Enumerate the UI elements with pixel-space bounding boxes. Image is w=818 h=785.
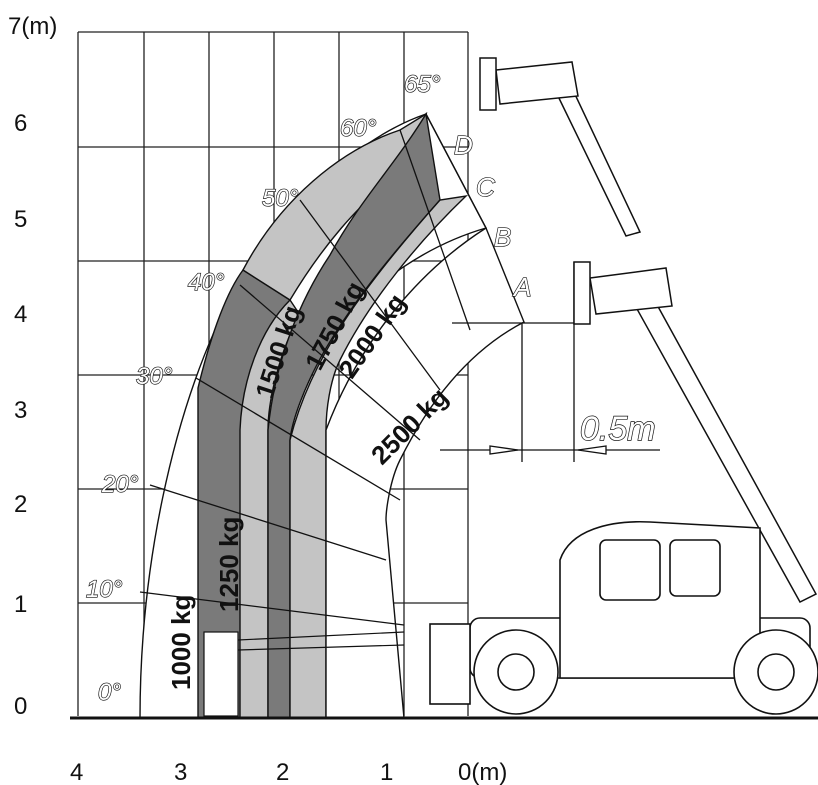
angle-0: 0° — [98, 679, 121, 706]
lift-mini — [203, 631, 405, 717]
y-tick-1: 1 — [14, 591, 27, 618]
boom-position-labels: A B C D — [453, 129, 532, 302]
y-tick-3: 3 — [14, 397, 27, 424]
angle-20: 20° — [101, 471, 139, 498]
dimension-label: 0.5m — [580, 410, 656, 448]
angle-65: 65° — [404, 71, 441, 98]
angle-60: 60° — [340, 115, 377, 142]
angle-10: 10° — [86, 576, 123, 603]
telehandler-machine — [429, 520, 818, 715]
y-tick-5: 5 — [14, 206, 27, 233]
label-1000kg: 1000 kg — [166, 595, 196, 690]
x-tick-0: 0(m) — [458, 759, 507, 785]
angle-30: 30° — [136, 363, 173, 390]
load-zones — [139, 112, 525, 719]
y-axis-ticks: 0 1 2 3 4 5 6 7(m) — [8, 13, 57, 720]
y-tick-7: 7(m) — [8, 13, 57, 40]
x-tick-2: 2 — [276, 759, 289, 785]
angle-50: 50° — [262, 185, 299, 212]
zone-2000kg — [289, 194, 469, 719]
position-C: C — [476, 172, 495, 202]
position-A: A — [512, 272, 531, 302]
y-tick-6: 6 — [14, 110, 27, 137]
angle-labels: 0° 10° 20° 30° 40° 50° 60° 65° — [85, 70, 441, 706]
position-B: B — [494, 222, 511, 252]
boom-upper — [479, 57, 642, 237]
position-D: D — [454, 130, 473, 160]
y-tick-0: 0 — [14, 693, 27, 720]
zone-2500kg — [325, 226, 525, 719]
angle-40: 40° — [188, 269, 225, 296]
x-tick-3: 3 — [174, 759, 187, 785]
y-tick-2: 2 — [14, 491, 27, 518]
x-tick-4: 4 — [70, 759, 83, 785]
label-1250kg: 1250 kg — [214, 517, 244, 612]
boom-lower — [573, 261, 818, 603]
y-tick-4: 4 — [14, 301, 27, 328]
angle-lines — [139, 113, 487, 626]
x-axis-ticks: 4 3 2 1 0(m) — [70, 759, 507, 785]
x-tick-1: 1 — [380, 759, 393, 785]
